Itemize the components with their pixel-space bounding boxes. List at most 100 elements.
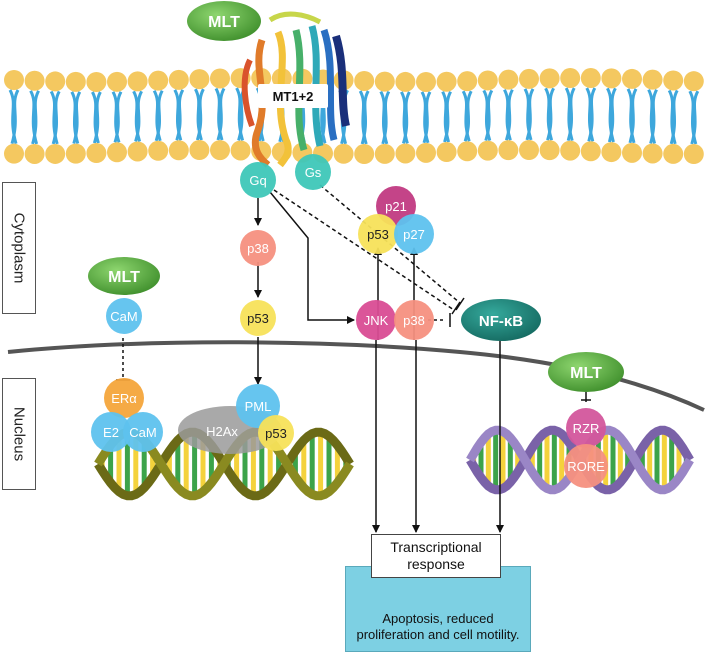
- lipid-head: [107, 142, 127, 163]
- lipid-head: [436, 71, 457, 92]
- lipid-tail: [154, 89, 164, 142]
- lipid-head: [560, 140, 581, 161]
- lipid-head: [580, 141, 601, 162]
- protein-cam-b: [123, 412, 163, 452]
- lipid-head: [65, 71, 86, 92]
- lipid-head: [24, 70, 45, 91]
- lipid-head: [663, 70, 684, 91]
- lipid-head: [580, 68, 601, 89]
- protein-p53-a-label: p53: [247, 311, 269, 326]
- lipid-tail: [587, 87, 597, 142]
- lipid-tail: [175, 89, 185, 141]
- lipid-head: [683, 143, 704, 164]
- lipid-tail: [607, 87, 617, 143]
- lipid-head: [45, 143, 66, 164]
- lipid-tail: [504, 88, 514, 141]
- protein-p21-label: p21: [385, 199, 407, 214]
- outcome-box: Apoptosis, reduced proliferation and cel…: [345, 566, 531, 652]
- lipid-head: [663, 143, 684, 164]
- cytoplasm-label: Cytoplasm: [10, 212, 28, 284]
- transcriptional-response-text: Transcriptional response: [390, 539, 482, 572]
- protein-p27: [394, 214, 434, 254]
- protein-p53-b-label: p53: [367, 227, 389, 242]
- protein-gq: [240, 162, 276, 198]
- nuclear-envelope: [7, 340, 705, 412]
- lipid-head: [168, 140, 189, 161]
- arrow-gq-jnk: [269, 191, 355, 324]
- lipid-head: [24, 143, 45, 164]
- protein-cam-b-label: CaM: [129, 425, 156, 440]
- lipid-head: [148, 140, 169, 161]
- lipid-head: [86, 143, 107, 164]
- lipid-tail: [422, 91, 432, 144]
- lipid-tail: [72, 91, 82, 145]
- protein-p53-b: [358, 214, 398, 254]
- lipid-tail: [381, 90, 391, 145]
- lipid-tail: [31, 90, 40, 145]
- protein-p38-b: [394, 300, 434, 340]
- mlt-top-label: MLT: [208, 14, 240, 31]
- lipid-head: [539, 68, 560, 89]
- lipid-head: [642, 69, 663, 90]
- lipid-head: [519, 140, 539, 161]
- lipid-head: [86, 71, 107, 92]
- receptor-structure: [241, 11, 350, 168]
- protein-p53-a: [240, 300, 276, 336]
- protein-jnk: [356, 300, 396, 340]
- lipid-head: [622, 142, 642, 163]
- protein-rzr-label: RZR: [573, 421, 600, 436]
- lipid-tail: [463, 90, 473, 142]
- lipid-head: [539, 140, 560, 161]
- protein-p38-a: [240, 230, 276, 266]
- lipid-head: [65, 143, 86, 164]
- inhibit-bar-2: [455, 297, 465, 311]
- lipid-tail: [401, 91, 411, 144]
- lipid-head: [477, 140, 498, 161]
- protein-pml-label: PML: [245, 399, 272, 414]
- lipid-head: [416, 142, 436, 163]
- lipid-head: [333, 143, 354, 164]
- lipid-tail: [566, 87, 576, 142]
- protein-e2: [91, 412, 131, 452]
- h2ax-label: H2Ax: [206, 424, 238, 439]
- transcriptional-response-box: Transcriptional response: [371, 534, 501, 578]
- protein-gq-label: Gq: [249, 173, 266, 188]
- lipid-head: [107, 71, 127, 92]
- lipid-tail: [360, 90, 370, 145]
- mlt-top: [187, 1, 261, 41]
- lipid-head: [642, 143, 663, 164]
- lipid-head: [127, 141, 148, 162]
- lipid-head: [189, 140, 210, 161]
- lipid-tail: [525, 88, 535, 141]
- lipid-tail: [113, 91, 123, 143]
- protein-rore-label: RORE: [567, 459, 605, 474]
- protein-p53-c: [258, 415, 294, 451]
- lipid-head: [127, 71, 148, 92]
- nfkb-label: NF-κB: [479, 313, 523, 330]
- lipid-tail: [484, 89, 494, 142]
- lipid-tail: [690, 90, 700, 145]
- protein-p38-a-label: p38: [247, 241, 269, 256]
- protein-rore: [564, 444, 608, 488]
- lipid-head: [4, 143, 24, 164]
- lipid-head: [601, 142, 622, 163]
- lipid-head: [457, 71, 478, 92]
- inhibit-bar-1: [451, 301, 461, 315]
- dashed-gq-nfkb: [273, 189, 455, 311]
- lipid-head: [498, 140, 519, 161]
- receptor-label: MT1+2: [273, 89, 314, 104]
- lipid-head: [168, 69, 189, 90]
- cell-membrane: [4, 68, 704, 164]
- mlt-right: [548, 352, 624, 392]
- lipid-head: [374, 71, 395, 92]
- protein-cam-a: [106, 298, 142, 334]
- lipid-tail: [649, 88, 658, 144]
- lipid-tail: [669, 89, 679, 145]
- lipid-tail: [51, 90, 61, 145]
- lipid-head: [519, 68, 539, 89]
- lipid-head: [354, 70, 375, 91]
- lipid-head: [498, 69, 519, 90]
- lipid-head: [395, 143, 416, 164]
- nfkb-node: [461, 299, 541, 341]
